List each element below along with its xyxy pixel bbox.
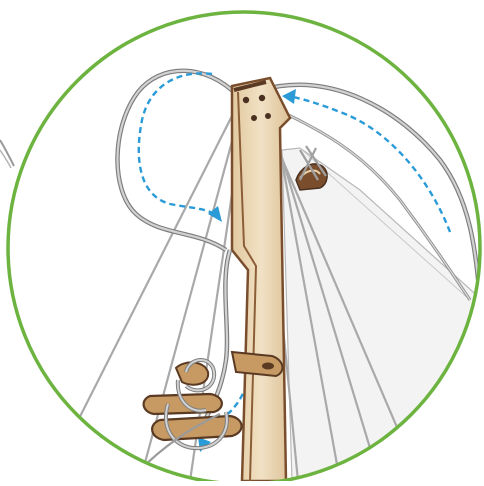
detail-view [58, 71, 482, 481]
arrow-path-upper-loop [139, 73, 214, 214]
sail [282, 148, 482, 481]
rope-outside-left [0, 140, 14, 168]
lower-fittings [140, 360, 242, 470]
